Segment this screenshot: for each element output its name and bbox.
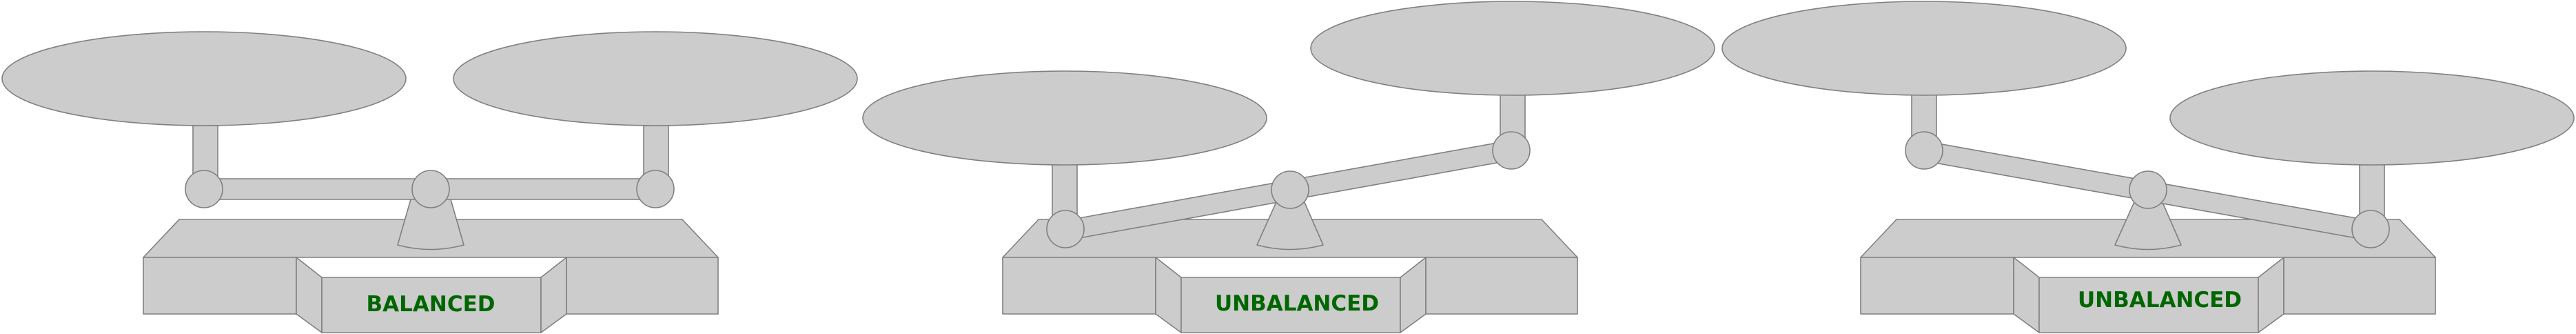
center-pivot-joint: [1271, 170, 1309, 209]
right-pivot-joint: [2351, 210, 2390, 248]
scale-balanced: BALANCED: [1, 31, 858, 333]
left-pan: [1, 31, 407, 126]
right-pivot-joint: [636, 170, 675, 208]
left-pivot-joint: [1905, 131, 1943, 170]
center-pivot-joint: [411, 170, 450, 208]
left-pivot-joint: [1046, 210, 1085, 248]
center-pivot-joint: [2129, 170, 2167, 209]
right-pan: [1310, 1, 1715, 96]
fulcrum: [1256, 189, 1324, 250]
right-pivot-joint: [1492, 131, 1531, 170]
scale-base: [143, 219, 719, 333]
right-pan: [453, 31, 858, 126]
scale-label: UNBALANCED: [1215, 291, 1379, 316]
scale-unbalanced-left-down: UNBALANCED: [862, 1, 1715, 333]
scale-label: UNBALANCED: [2078, 288, 2242, 313]
fulcrum: [2114, 189, 2182, 250]
scale-base: [1002, 219, 1578, 333]
fulcrum: [397, 189, 464, 250]
left-pan: [1721, 1, 2127, 96]
right-pan: [2169, 70, 2575, 166]
scale-unbalanced-right-down: UNBALANCED: [1721, 1, 2575, 333]
left-pivot-joint: [185, 170, 223, 208]
scale-label: BALANCED: [367, 292, 495, 317]
left-pan: [862, 70, 1267, 166]
